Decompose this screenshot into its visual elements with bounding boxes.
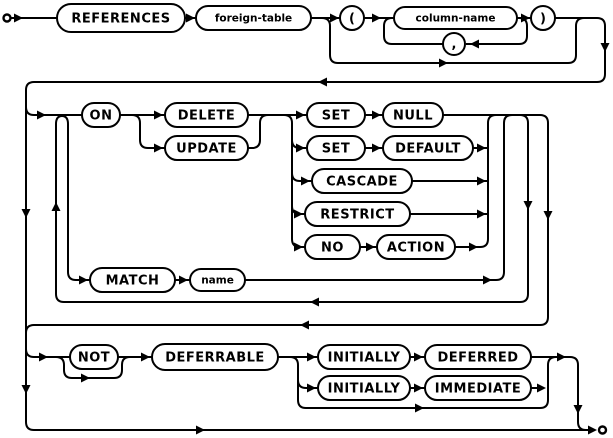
- node-label: CASCADE: [326, 175, 398, 190]
- node-label: NOT: [78, 351, 110, 366]
- node-restrict: RESTRICT: [304, 201, 411, 227]
- node-no: NO: [304, 234, 361, 260]
- node-label: NULL: [393, 109, 433, 124]
- node-comma: ,: [442, 32, 466, 56]
- arrowheads: [14, 13, 610, 435]
- node-label: DELETE: [178, 109, 236, 124]
- node-label: column-name: [416, 13, 496, 25]
- node-label: IMMEDIATE: [435, 382, 522, 397]
- node-set-default-set: SET: [306, 135, 366, 161]
- node-label: INITIALLY: [328, 351, 401, 366]
- node-label: DEFAULT: [395, 142, 461, 157]
- node-action: ACTION: [376, 234, 456, 260]
- node-label: NO: [321, 241, 344, 256]
- node-immediate: IMMEDIATE: [424, 375, 532, 401]
- node-label: foreign-table: [215, 13, 292, 25]
- node-set-null-set: SET: [306, 102, 366, 128]
- node-close-paren: ): [530, 5, 556, 31]
- node-label: DEFERRABLE: [165, 351, 265, 366]
- node-update: UPDATE: [164, 135, 249, 161]
- node-label: INITIALLY: [328, 382, 401, 397]
- node-null: NULL: [382, 102, 444, 128]
- node-deferrable: DEFERRABLE: [151, 343, 279, 371]
- node-name: name: [189, 268, 246, 292]
- node-cascade: CASCADE: [311, 168, 413, 194]
- node-default: DEFAULT: [382, 135, 474, 161]
- node-label: SET: [322, 109, 351, 124]
- diagram-start-marker: [2, 13, 12, 23]
- node-label: SET: [322, 142, 351, 157]
- node-label: MATCH: [106, 274, 160, 289]
- node-open-paren: (: [339, 5, 365, 31]
- node-label: ,: [452, 37, 457, 52]
- node-label: (: [349, 12, 355, 27]
- node-foreign-table: foreign-table: [195, 5, 312, 31]
- node-label: DEFERRED: [437, 351, 518, 366]
- node-label: ACTION: [387, 241, 445, 256]
- node-label: UPDATE: [176, 142, 237, 157]
- node-label: name: [201, 275, 234, 287]
- node-label: ON: [90, 109, 113, 124]
- node-deferred: DEFERRED: [424, 344, 532, 370]
- node-delete: DELETE: [164, 102, 249, 128]
- node-references: REFERENCES: [56, 3, 186, 33]
- diagram-end-marker: [597, 425, 608, 435]
- node-not: NOT: [69, 344, 119, 370]
- node-label: RESTRICT: [320, 208, 394, 223]
- node-on: ON: [81, 102, 121, 128]
- node-label: ): [540, 12, 546, 27]
- node-column-name: column-name: [393, 6, 518, 30]
- node-initially-immediate-initially: INITIALLY: [317, 375, 411, 401]
- node-initially-deferred-initially: INITIALLY: [317, 344, 411, 370]
- node-label: REFERENCES: [71, 12, 170, 27]
- node-match: MATCH: [89, 267, 176, 293]
